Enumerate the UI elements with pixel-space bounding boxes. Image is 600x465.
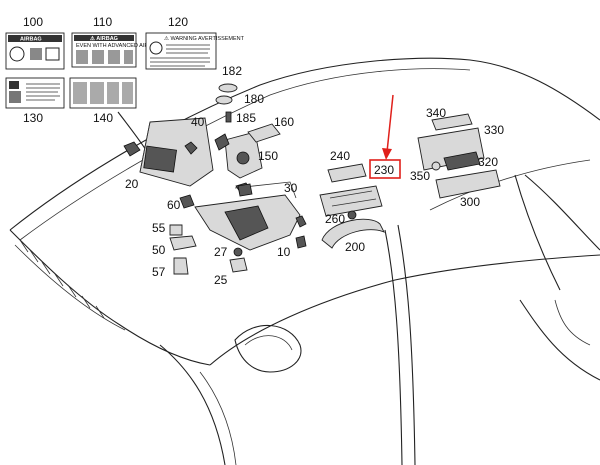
part-number-350: 350 [410, 169, 430, 183]
part-number-30: 30 [284, 181, 298, 195]
lamp-320 [443, 151, 481, 171]
part-number-25: 25 [214, 273, 228, 287]
cap-180 [215, 95, 233, 105]
bracket-230 [319, 185, 383, 217]
part-number-20: 20 [125, 177, 139, 191]
part-number-185: 185 [236, 111, 256, 125]
clip-55 [169, 224, 183, 236]
part-number-330: 330 [484, 123, 504, 137]
clip-50 [169, 235, 197, 251]
label-card-100: AIRBAG [5, 32, 65, 70]
label-card-120: ⚠ WARNING AVERTISSEMENT [145, 32, 245, 70]
label-card-110: ⚠ AIRBAG EVEN WITH ADVANCED AIR BAGS [71, 32, 165, 68]
clip-57 [173, 257, 189, 275]
part-number-320: 320 [478, 155, 498, 169]
part-number-55: 55 [152, 221, 166, 235]
part-number-200: 200 [345, 240, 365, 254]
part-number-60: 60 [167, 198, 181, 212]
screw-185 [225, 111, 232, 123]
part-number-27: 27 [214, 245, 228, 259]
part-number-340: 340 [426, 106, 446, 120]
bracket-160 [247, 123, 281, 143]
part-number-40: 40 [191, 115, 205, 129]
clip-350 [431, 161, 441, 171]
part-number-230: 230 [374, 163, 394, 177]
clip-27 [233, 247, 243, 257]
part-number-140: 140 [93, 111, 113, 125]
part-number-240: 240 [330, 149, 350, 163]
part-number-50: 50 [152, 243, 166, 257]
part-number-150: 150 [258, 149, 278, 163]
sun-visor-passenger [194, 181, 307, 251]
clip-60 [179, 194, 195, 209]
part-number-120: 120 [168, 15, 188, 29]
bracket-30-mount [237, 183, 253, 197]
part-number-57: 57 [152, 265, 166, 279]
label-card-130 [5, 77, 65, 109]
part-number-300: 300 [460, 195, 480, 209]
part-number-110: 110 [93, 15, 112, 29]
card-110-header: ⚠ AIRBAG [90, 35, 118, 42]
grab-handle-200 [321, 218, 385, 249]
part-number-180: 180 [244, 92, 264, 106]
part-number-130: 130 [23, 111, 43, 125]
part-number-182: 182 [222, 64, 242, 78]
part-number-160: 160 [274, 115, 294, 129]
part-number-10: 10 [277, 245, 291, 259]
leader-140 [117, 111, 147, 151]
mirror-mount-150 [214, 131, 263, 179]
label-card-140 [69, 77, 137, 109]
clip-25 [229, 257, 248, 273]
part-number-100: 100 [23, 15, 43, 29]
control-unit-300 [435, 169, 501, 199]
sun-visor-driver [123, 117, 214, 187]
part-260 [347, 210, 357, 220]
clip-10 [295, 235, 307, 249]
part-number-260: 260 [325, 212, 345, 226]
part-240 [327, 163, 367, 183]
cap-182 [218, 83, 238, 93]
highlight-230 [369, 94, 401, 179]
card-120-title: ⚠ WARNING AVERTISSEMENT [164, 35, 245, 42]
light-340 [431, 113, 473, 131]
car-body-outline [9, 57, 600, 465]
card-100-header: AIRBAG [20, 37, 42, 43]
card-110-line: EVEN WITH ADVANCED AIR BAGS [76, 43, 165, 49]
